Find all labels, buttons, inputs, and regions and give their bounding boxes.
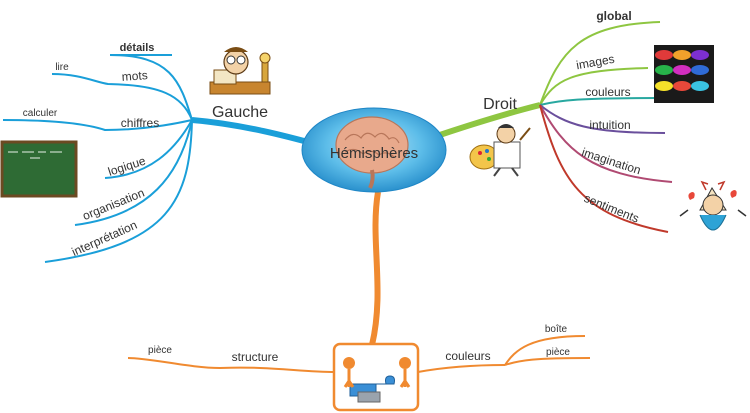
branch-boite bbox=[504, 335, 586, 366]
label-details[interactable]: détails bbox=[120, 42, 155, 54]
left-branches bbox=[2, 54, 331, 263]
branch-bottom-piece bbox=[504, 357, 591, 366]
label-boite[interactable]: boîte bbox=[545, 324, 568, 335]
brain-icon bbox=[335, 116, 409, 189]
branch-interpretation bbox=[44, 119, 193, 263]
label-bottom-couleurs[interactable]: couleurs bbox=[445, 349, 490, 363]
branch-sentiments bbox=[539, 104, 669, 233]
feelings-character-icon bbox=[679, 180, 747, 231]
branch-chiffres bbox=[2, 119, 193, 132]
branch-images bbox=[539, 67, 649, 106]
branch-mots bbox=[51, 73, 193, 121]
right-title[interactable]: Droit bbox=[483, 96, 517, 113]
thinker-icon bbox=[209, 47, 271, 95]
branch-organisation bbox=[74, 119, 193, 226]
chalkboard-icon bbox=[0, 140, 78, 198]
label-structure[interactable]: structure bbox=[232, 350, 279, 364]
branch-logique bbox=[104, 119, 193, 179]
center-topic[interactable]: Hémisphères bbox=[301, 107, 447, 193]
label-sentiments[interactable]: sentiments bbox=[582, 191, 641, 226]
label-imagination[interactable]: imagination bbox=[580, 145, 643, 177]
paint-cans-icon bbox=[654, 45, 714, 103]
bottom-main-branch bbox=[369, 191, 381, 346]
label-global[interactable]: global bbox=[596, 9, 631, 23]
branch-details bbox=[109, 54, 193, 121]
label-bottom-left-piece[interactable]: pièce bbox=[148, 345, 172, 356]
branch-global bbox=[539, 21, 661, 106]
branch-couleurs bbox=[539, 97, 661, 106]
bottom-branches bbox=[127, 191, 591, 373]
label-images[interactable]: images bbox=[575, 52, 616, 73]
branch-bottom-couleurs bbox=[417, 364, 506, 373]
puzzle-people-icon[interactable] bbox=[332, 342, 420, 412]
center-label: Hémisphères bbox=[330, 145, 418, 162]
left-title[interactable]: Gauche bbox=[212, 104, 268, 121]
branch-structure bbox=[127, 357, 336, 373]
label-chiffres[interactable]: chiffres bbox=[121, 116, 159, 130]
painter-icon bbox=[469, 124, 531, 177]
branch-imagination bbox=[539, 104, 673, 183]
right-branches bbox=[424, 21, 673, 233]
label-calculer[interactable]: calculer bbox=[23, 108, 58, 119]
label-intuition[interactable]: intuition bbox=[589, 118, 630, 132]
label-couleurs[interactable]: couleurs bbox=[585, 85, 630, 99]
label-mots[interactable]: mots bbox=[121, 68, 148, 84]
label-bottom-right-piece[interactable]: pièce bbox=[546, 347, 570, 358]
label-lire[interactable]: lire bbox=[55, 62, 69, 73]
branch-intuition bbox=[539, 104, 666, 134]
